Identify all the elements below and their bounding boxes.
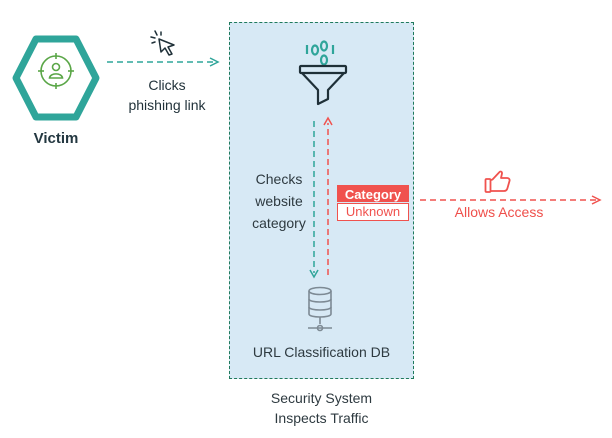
checks-label-line3: category — [252, 215, 306, 231]
checks-label-line2: website — [255, 193, 303, 209]
db-label: URL Classification DB — [252, 344, 391, 360]
victim-hexagon — [12, 35, 100, 121]
checks-label-line1: Checks — [255, 171, 303, 187]
clicks-label-line1: Clicks — [148, 77, 186, 93]
system-caption-line1: Security System — [270, 390, 373, 406]
clicks-label: Clicks phishing link — [117, 75, 217, 115]
checks-label: Checks website category — [241, 168, 317, 234]
allow-arrow — [420, 195, 602, 205]
database-server-icon — [308, 286, 332, 332]
system-caption: Security System Inspects Traffic — [229, 388, 414, 428]
category-value-badge: Unknown — [337, 203, 409, 221]
query-arrows — [309, 116, 333, 279]
clicks-label-line2: phishing link — [128, 97, 206, 113]
filter-funnel-icon — [298, 64, 348, 106]
category-title-badge: Category — [337, 185, 409, 202]
system-caption-line2: Inspects Traffic — [274, 410, 369, 426]
user-target-icon — [38, 53, 74, 89]
allows-access-label: Allows Access — [454, 204, 544, 220]
victim-label: Victim — [33, 130, 79, 147]
cursor-click-icon — [150, 30, 175, 56]
thumbs-up-icon — [484, 170, 511, 193]
click-arrow — [107, 57, 220, 67]
binary-data-icon — [305, 40, 335, 66]
